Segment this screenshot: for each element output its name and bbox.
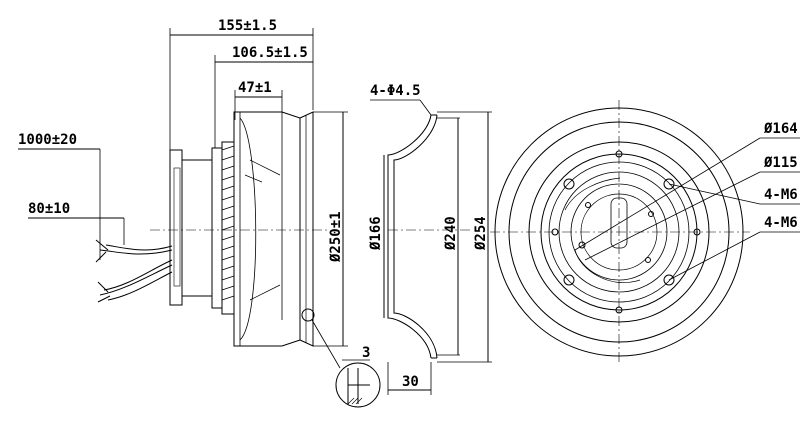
thread-a-label: 4-M6 xyxy=(764,187,798,203)
side-view xyxy=(18,28,381,408)
ring-depth-label: 30 xyxy=(402,374,419,390)
bolt-circle-large-label: Ø164 xyxy=(763,121,798,137)
motor-length-label: 47±1 xyxy=(238,80,272,96)
mount-holes-label: 4-Φ4.5 xyxy=(370,83,421,99)
bolt-circle-small-label: Ø115 xyxy=(763,155,798,171)
inlet-ring-section xyxy=(370,99,492,395)
total-length-label: 155±1.5 xyxy=(218,18,277,34)
body-length-label: 106.5±1.5 xyxy=(232,45,308,61)
front-view xyxy=(490,100,800,365)
lead-strip-label: 80±10 xyxy=(28,201,70,217)
cable-length-label: 1000±20 xyxy=(18,132,77,148)
dimension-labels: 155±1.5 106.5±1.5 47±1 1000±20 80±10 Ø25… xyxy=(18,18,798,390)
impeller-dia-label: Ø250±1 xyxy=(328,211,344,263)
thread-b-label: 4-M6 xyxy=(764,215,798,231)
detail-gap-label: 3 xyxy=(362,345,370,361)
ring-inner-dia-label: Ø240 xyxy=(443,216,459,251)
inlet-dia-label: Ø166 xyxy=(368,216,384,251)
ring-outer-dia-label: Ø254 xyxy=(473,216,489,251)
